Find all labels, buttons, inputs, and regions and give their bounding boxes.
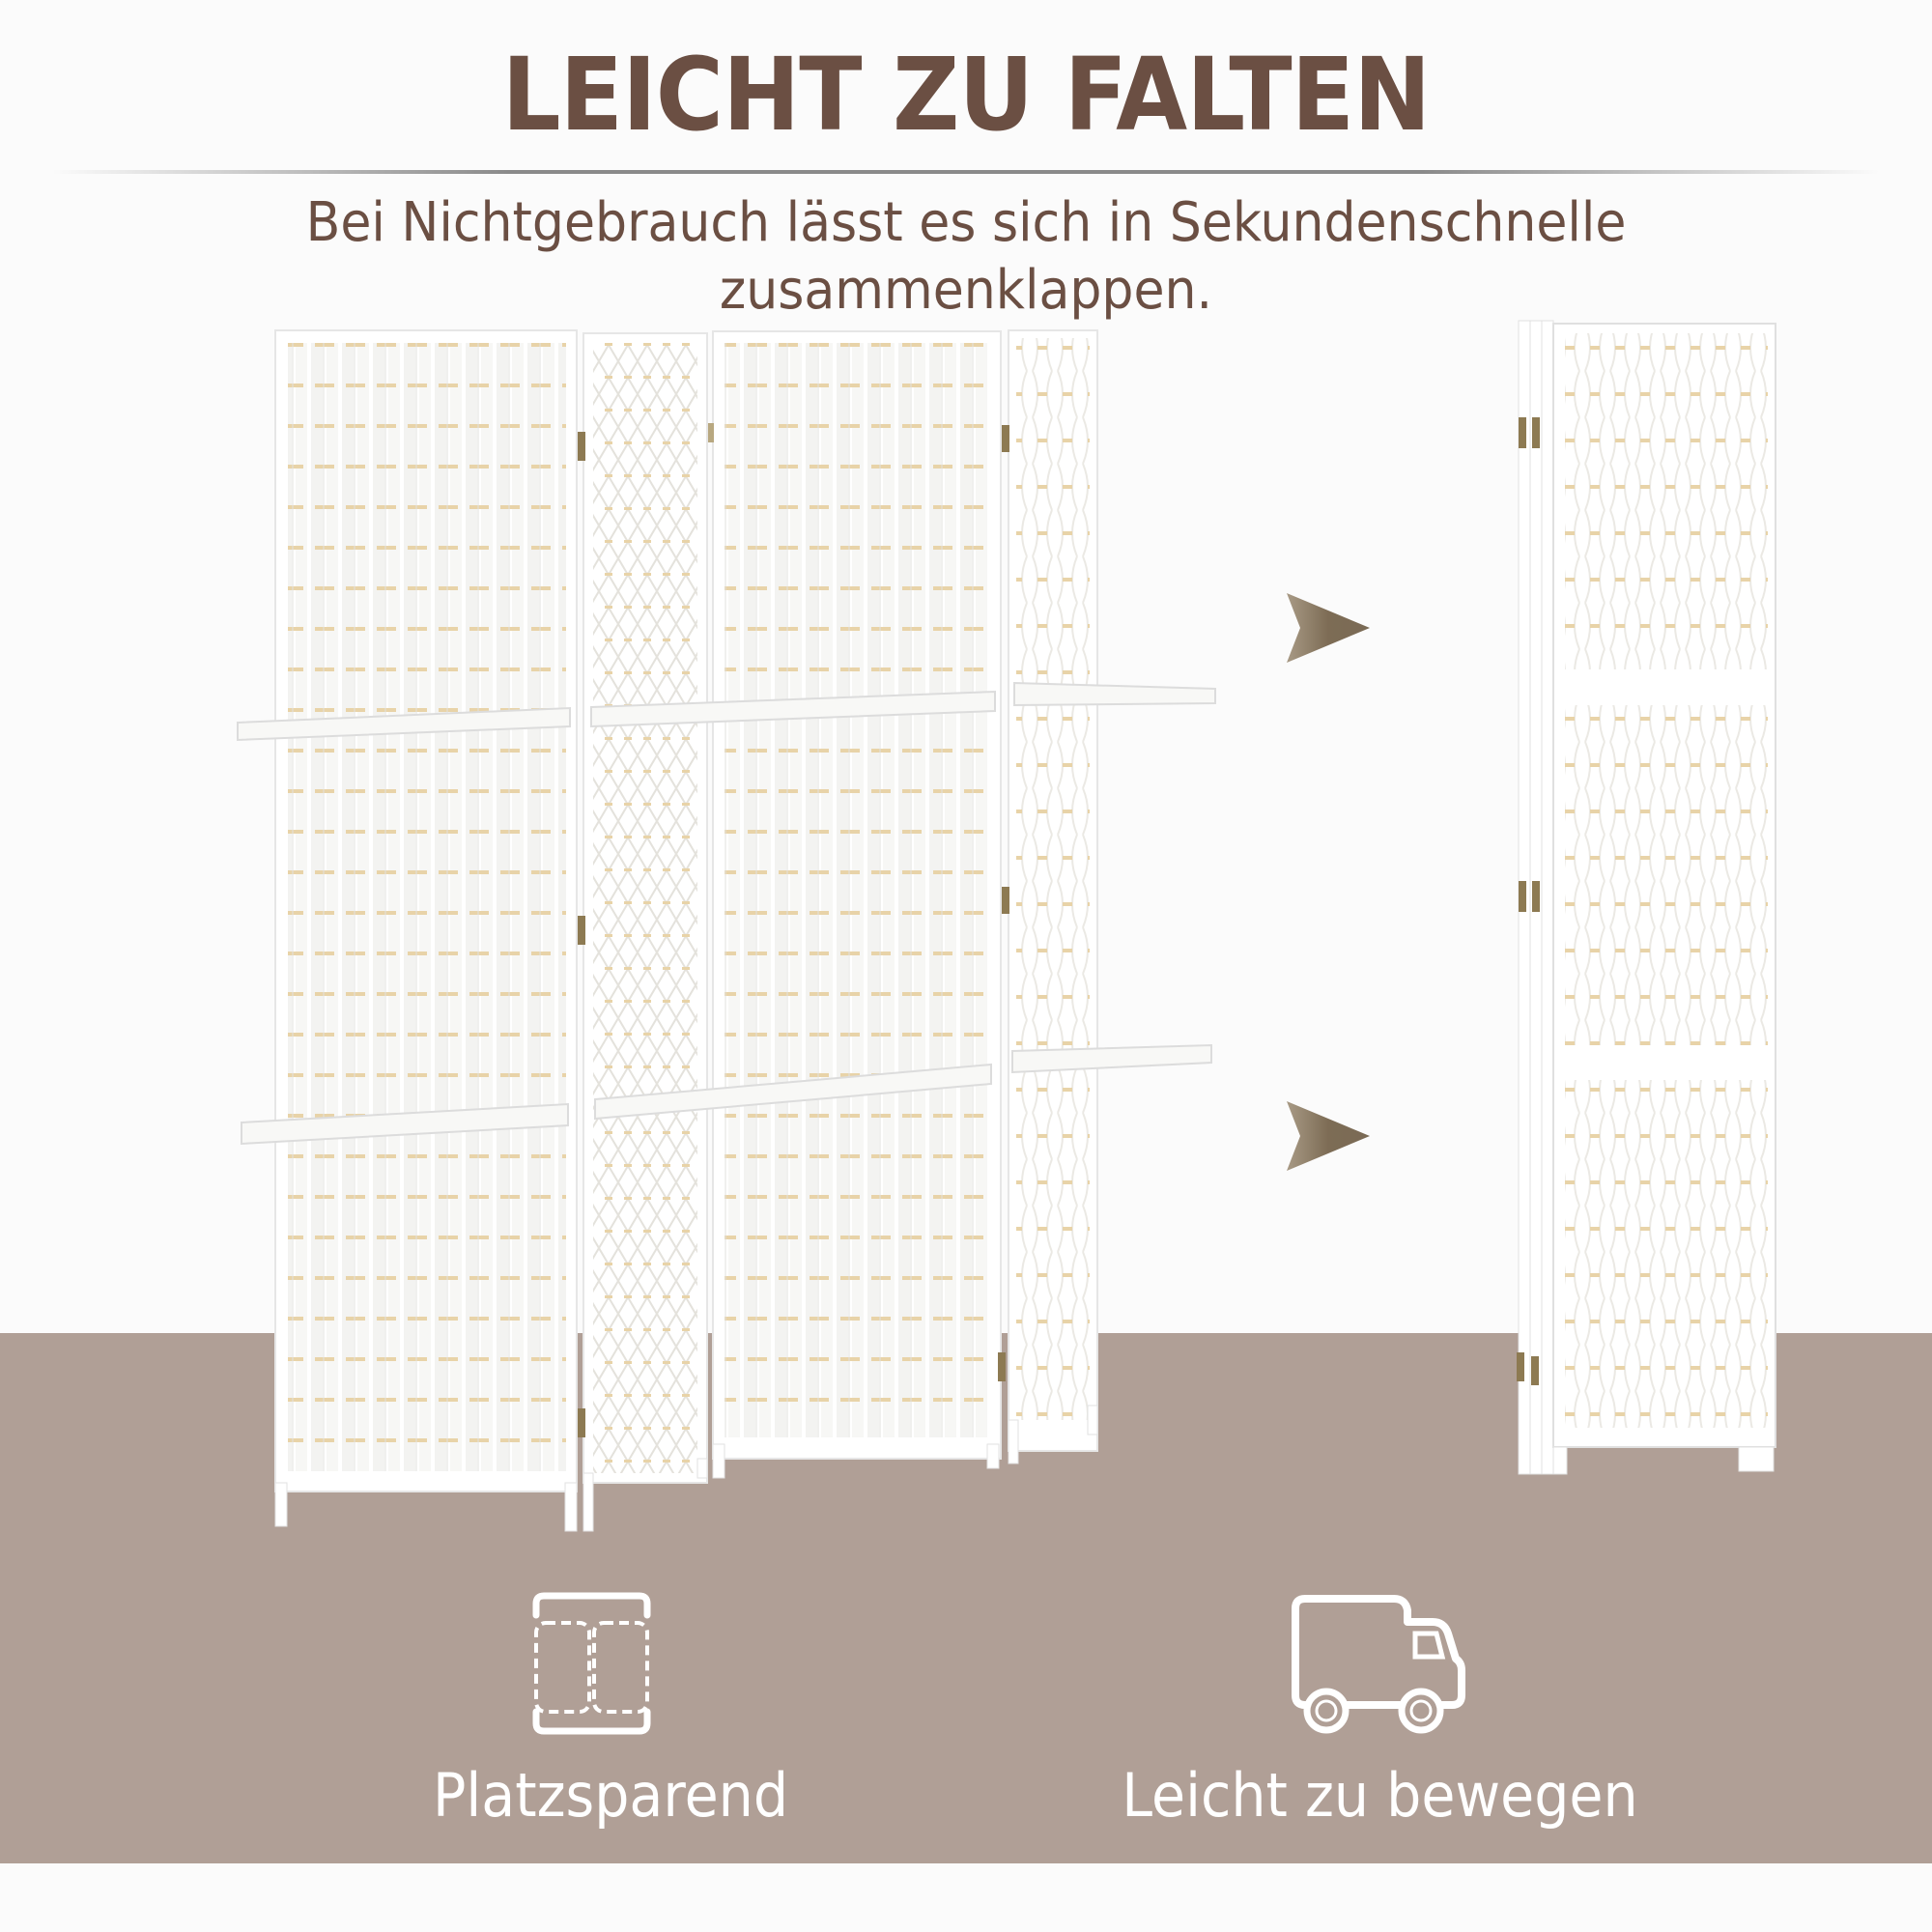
title-divider (53, 170, 1879, 174)
delivery-truck-icon (1292, 1595, 1465, 1734)
page-title: LEICHT ZU FALTEN (501, 36, 1432, 154)
feature-label-easy-move: Leicht zu bewegen (1122, 1760, 1638, 1831)
folded-divider (1517, 320, 1776, 1475)
panel-4 (1008, 329, 1098, 1464)
panel-2 (582, 332, 708, 1532)
hinges (578, 423, 1009, 1437)
page-subtitle: Bei Nichtgebrauch lässt es sich in Sekun… (305, 191, 1627, 322)
shelves-upper (237, 681, 1216, 742)
shelves-lower (241, 1043, 1212, 1146)
feature-label-space-saving: Platzsparend (433, 1760, 789, 1831)
panel-3 (712, 330, 1002, 1479)
space-saving-icon (532, 1592, 651, 1735)
arrow-right-icon (1287, 593, 1370, 663)
unfolded-divider (237, 329, 1216, 1532)
panel-1 (274, 329, 578, 1532)
arrow-right-icon (1287, 1101, 1370, 1171)
